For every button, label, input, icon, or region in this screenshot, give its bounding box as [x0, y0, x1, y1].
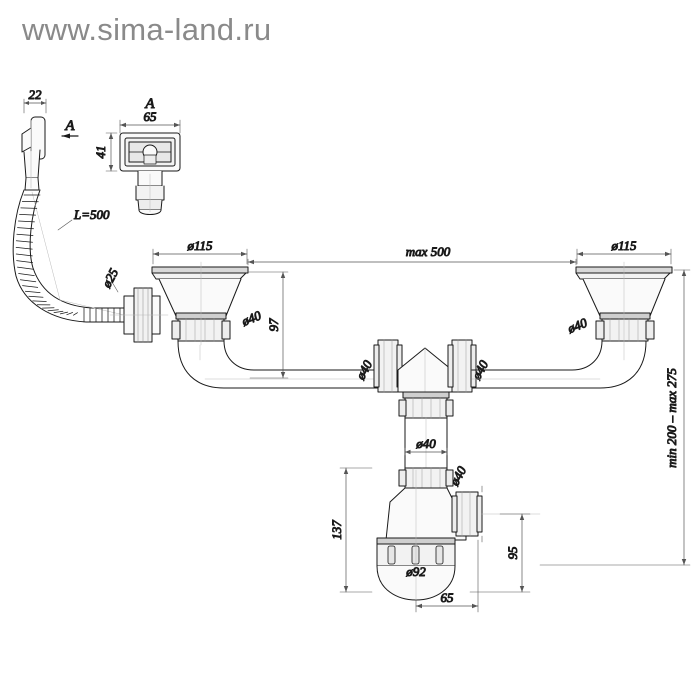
- dim-outlet-right-dia: ø40: [564, 315, 589, 337]
- dim-hose-length: L=500: [73, 207, 110, 222]
- dim-strainer-height-group: 97: [247, 271, 289, 379]
- dim-strainer-height: 97: [266, 318, 281, 332]
- dim-span-max-group: max 500: [247, 244, 577, 266]
- dim-hose-head-width: 22: [29, 87, 43, 102]
- dim-trap-offset: 65: [441, 590, 455, 605]
- dim-trap-height-group: 137: [329, 467, 373, 593]
- view-marker-a-detail: A: [144, 96, 155, 112]
- dim-trap-inlet-dia: ø40: [415, 436, 436, 451]
- dim-trap-offset-group: 65: [415, 539, 479, 613]
- tee-junction: [397, 347, 454, 419]
- dim-strainer-right-dia: ø115: [610, 238, 637, 253]
- strainer-left: ø115 ø40: [151, 238, 264, 346]
- hose-head: 22 A: [21, 87, 79, 191]
- pipe-left: [177, 340, 379, 389]
- corrugated-hose: L=500: [12, 189, 125, 323]
- watermark-text: www.sima-land.ru: [22, 12, 272, 47]
- dim-strainer-left-dia: ø115: [186, 238, 213, 253]
- dim-trap-bowl-dia: ø92: [405, 564, 426, 579]
- dim-trap-height: 137: [329, 520, 344, 540]
- trap-body: ø92 ø40: [376, 463, 541, 601]
- view-marker-a-left: A: [64, 118, 75, 134]
- dim-overflow-cover-width: 65: [144, 109, 158, 124]
- dim-vertical-range: min 200 – max 275: [664, 368, 679, 468]
- dim-outlet-left-dia: ø40: [239, 307, 264, 329]
- dim-span-max: max 500: [406, 244, 451, 259]
- trap-downpipe: ø40: [404, 417, 448, 471]
- pipe-right: [471, 340, 647, 389]
- dim-trap-outlet-height: 95: [505, 546, 520, 560]
- tee-nut-left: ø40: [352, 339, 403, 393]
- strainer-right: ø115 ø40: [564, 238, 673, 346]
- dim-vertical-range-group: min 200 – max 275: [539, 269, 691, 566]
- section-view-a: A 65 41: [93, 96, 181, 215]
- dim-overflow-cover-height: 41: [93, 146, 108, 159]
- dim-hose-connector-dia: ø25: [98, 265, 121, 291]
- dim-trap-outlet-height-group: 95: [469, 513, 531, 593]
- tee-nut-right: ø40: [447, 339, 492, 393]
